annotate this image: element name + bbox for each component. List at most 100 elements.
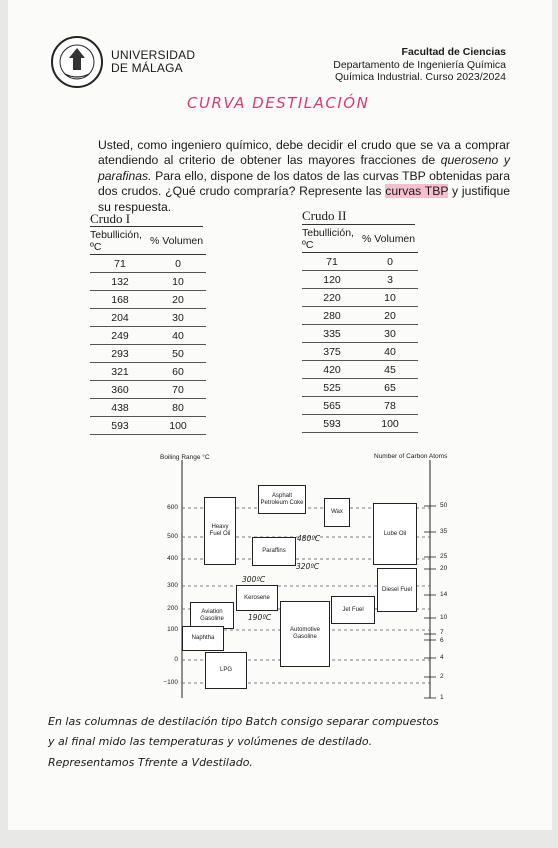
crudo2-temp-cell: 335	[302, 324, 362, 343]
crudo1-temp-cell: 438	[90, 398, 150, 417]
annotation-320: 320ºC	[296, 562, 320, 571]
crudo2-volume-cell: 45	[362, 360, 418, 379]
crudo1-temp-cell: 321	[90, 362, 150, 381]
problem-text-b: Para ello, dispone de los datos de las c…	[98, 168, 510, 199]
crudo2-rule	[302, 224, 415, 225]
crudo2-volume-cell: 10	[362, 288, 418, 307]
crudo1-volume-cell: 40	[150, 326, 206, 345]
crudo2-temp-cell: 565	[302, 396, 362, 415]
c-tick-14: 14	[440, 591, 448, 598]
crudo1-volume-cell: 30	[150, 308, 206, 327]
crudo1-temp-cell: 132	[90, 272, 150, 291]
heavy-fuel-oil-box: Heavy Fuel Oil	[204, 497, 236, 565]
wax-box: Wax	[324, 498, 350, 527]
highlighted-text: curvas TBP	[385, 184, 449, 199]
note-line-1: En las columnas de destilación tipo Batc…	[48, 715, 439, 728]
crudo1-temp-cell: 71	[90, 254, 150, 273]
crudo2-volume-cell: 0	[362, 252, 418, 271]
note-line-3: Representamos Tfrente a Vdestilado.	[48, 756, 253, 769]
c-tick-6: 6	[440, 637, 444, 644]
automotive-gasoline-box: Automotive Gasoline	[280, 601, 330, 667]
handwritten-title: CURVA DESTILACIÓN	[187, 94, 370, 112]
y-tick-minus100: −100	[163, 679, 178, 686]
crudo2-volume-cell: 20	[362, 306, 418, 325]
paraffins-box: Paraffins	[252, 537, 296, 566]
y-tick-200: 200	[167, 605, 178, 612]
crudo2-title: Crudo II	[302, 208, 347, 223]
crudo2-temp-cell: 71	[302, 252, 362, 271]
crudo1-volume-cell: 0	[150, 254, 206, 273]
crudo1-volume-cell: 60	[150, 362, 206, 381]
problem-text-emphasis: queroseno y parafinas.	[98, 153, 510, 183]
crudo1-title: Crudo I	[90, 211, 131, 226]
jet-fuel-box: Jet Fuel	[331, 596, 375, 624]
note-line-2: y al final mido las temperaturas y volúm…	[48, 735, 373, 748]
crudo2-col-vol: % Volumen	[362, 225, 418, 253]
lube-oil-box: Lube Oil	[373, 503, 417, 565]
crudo1-temp-cell: 360	[90, 380, 150, 399]
crudo2-volume-cell: 100	[362, 414, 418, 433]
faculty-name: Facultad de Ciencias	[401, 46, 506, 58]
crudo2-volume-cell: 30	[362, 324, 418, 343]
university-name-line1: UNIVERSIDAD	[111, 48, 196, 62]
crudo2-temp-cell: 120	[302, 270, 362, 289]
c-tick-7: 7	[440, 629, 444, 636]
university-name: UNIVERSIDAD DE MÁLAGA	[111, 49, 195, 75]
c-tick-10: 10	[440, 614, 448, 621]
crudo1-volume-cell: 80	[150, 398, 206, 417]
asphalt-box: Asphalt Petroleum Coke	[258, 485, 306, 514]
crudo2-volume-cell: 40	[362, 342, 418, 361]
y-tick-0: 0	[174, 656, 178, 663]
crudo2-temp-cell: 420	[302, 360, 362, 379]
c-tick-35: 35	[440, 528, 448, 535]
aviation-gasoline-box: Aviation Gasoline	[190, 602, 234, 629]
worksheet-page: UNIVERSIDAD DE MÁLAGA Facultad de Cienci…	[8, 0, 552, 830]
annotation-190: 190ºC	[248, 613, 272, 622]
crudo1-volume-cell: 100	[150, 416, 206, 435]
university-name-line2: DE MÁLAGA	[111, 61, 183, 75]
petroleum-fractions-figure: Boiling Range °C Number of Carbon Atoms	[156, 450, 456, 710]
c-tick-25: 25	[440, 553, 448, 560]
course-name: Química Industrial. Curso 2023/2024	[334, 71, 506, 83]
boiling-range-title: Boiling Range °C	[160, 454, 210, 461]
crudo1-volume-cell: 10	[150, 272, 206, 291]
crudo1-temp-cell: 204	[90, 308, 150, 327]
c-tick-1: 1	[440, 694, 444, 701]
department-name: Departamento de Ingeniería Química	[333, 58, 506, 71]
crudo2-volume-cell: 78	[362, 396, 418, 415]
y-tick-300: 300	[167, 582, 178, 589]
crudo1-rule	[90, 226, 203, 227]
kerosene-box: Kerosene	[236, 585, 278, 611]
crudo1-volume-cell: 20	[150, 290, 206, 309]
y-tick-500: 500	[167, 533, 178, 540]
problem-text-c: y justifique su respuesta.	[98, 184, 511, 214]
crudo1-volume-cell: 70	[150, 380, 206, 399]
crudo1-col-vol: % Volumen	[150, 227, 206, 255]
problem-text-a: Usted, como ingeniero químico, debe deci…	[98, 138, 510, 168]
crudo2-temp-cell: 220	[302, 288, 362, 307]
crudo2-temp-cell: 280	[302, 306, 362, 325]
problem-statement: Usted, como ingeniero químico, debe deci…	[98, 138, 510, 215]
y-tick-600: 600	[167, 504, 178, 511]
crudo2-volume-cell: 65	[362, 378, 418, 397]
university-seal-logo	[51, 36, 103, 88]
crudo2-temp-cell: 375	[302, 342, 362, 361]
crudo1-volume-cell: 50	[150, 344, 206, 363]
